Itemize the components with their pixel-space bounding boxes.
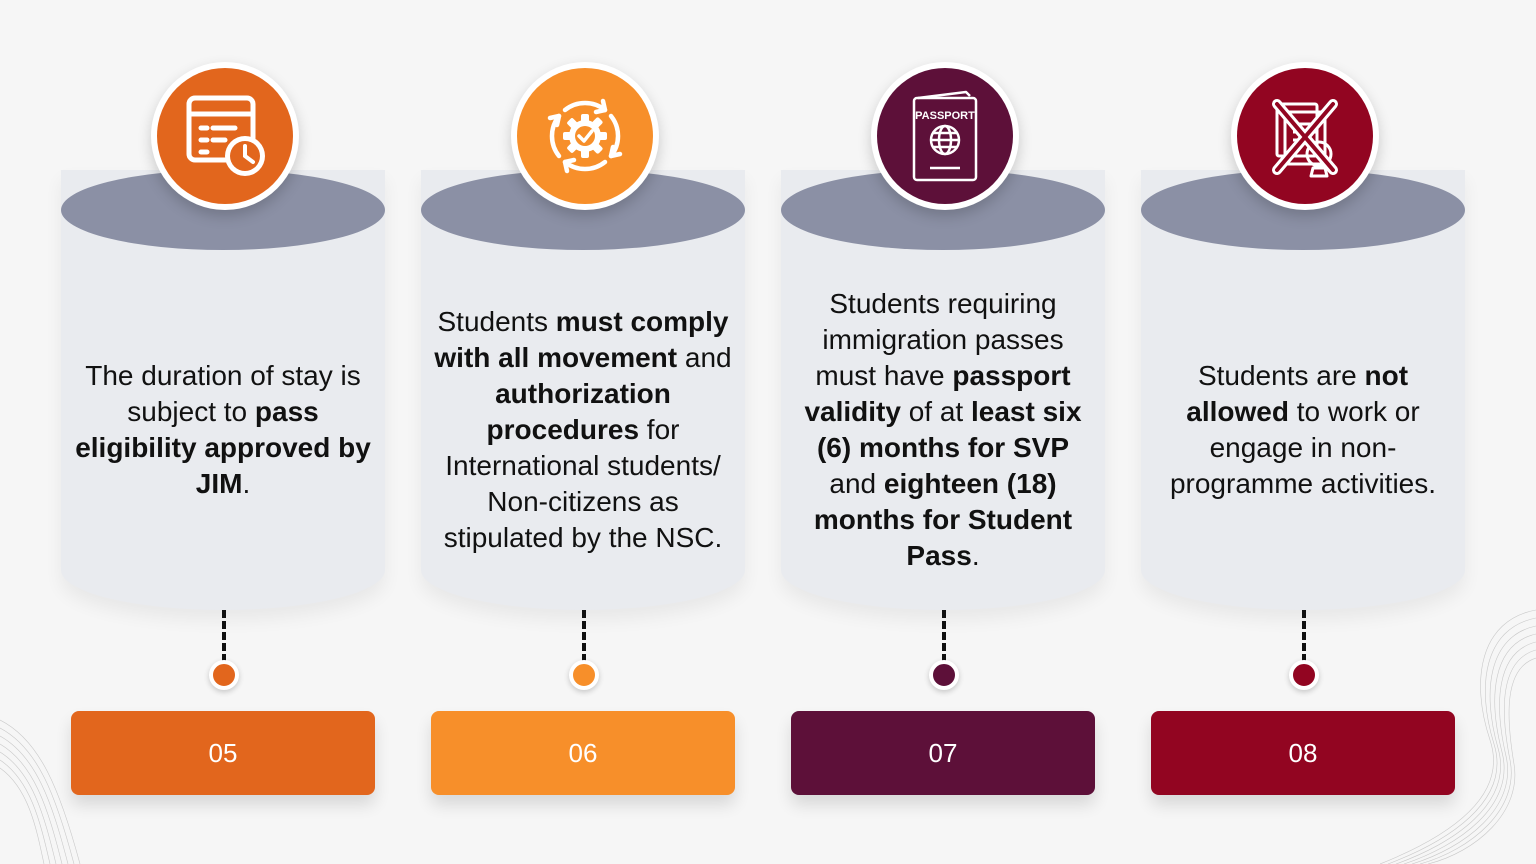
icon-badge [511,62,659,210]
step-number-box: 06 [431,711,735,795]
icon-badge: PASSPORT [871,62,1019,210]
connector-dot [1289,660,1319,690]
step-card-07: PASSPORT Students requiring immigration … [781,0,1105,864]
connector-line [1302,610,1306,662]
step-description: The duration of stay is subject to pass … [75,360,371,499]
icon-badge [1231,62,1379,210]
step-description: Students must comply with all movement a… [434,306,732,553]
step-card-06: Students must comply with all movement a… [421,0,745,864]
connector-dot [929,660,959,690]
step-number-box: 05 [71,711,375,795]
no-documents-icon [1272,99,1338,178]
step-number-box: 07 [791,711,1095,795]
connector-dot [569,660,599,690]
step-card-05: The duration of stay is subject to pass … [61,0,385,864]
step-number-box: 08 [1151,711,1455,795]
connector-line [582,610,586,662]
step-description: Students are not allowed to work or enga… [1169,360,1437,499]
passport-label: PASSPORT [915,110,975,122]
connector-line [942,610,946,662]
passport-icon: PASSPORT [912,90,978,182]
connector-dot [209,660,239,690]
step-description: Students requiring immigration passes mu… [804,288,1082,571]
gear-cycle-check-icon [547,98,623,174]
step-card-08: Students are not allowed to work or enga… [1141,0,1465,864]
connector-line [222,610,226,662]
step-number: 08 [1288,737,1318,768]
calendar-clock-icon [186,95,265,176]
step-number: 06 [568,737,598,768]
icon-badge [151,62,299,210]
step-number: 07 [928,737,958,768]
step-number: 05 [208,737,238,768]
